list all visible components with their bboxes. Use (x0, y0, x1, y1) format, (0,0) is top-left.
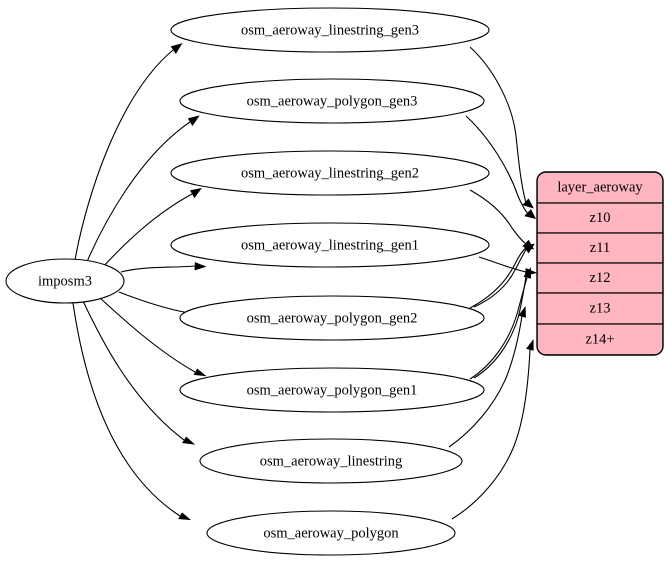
intermediate-node-group: osm_aeroway_linestring_gen3 osm_aeroway_… (170, 7, 490, 556)
node-osm_aeroway_polygon_gen3[interactable]: osm_aeroway_polygon_gen3 (179, 78, 485, 124)
node-label: osm_aeroway_polygon_gen2 (247, 310, 418, 326)
node-osm_aeroway_polygon_gen2[interactable]: osm_aeroway_polygon_gen2 (179, 295, 485, 341)
node-label: osm_aeroway_linestring_gen1 (241, 237, 419, 253)
edge-imposm3-to-polygon-gen1 (99, 297, 207, 377)
edge-group-tables-to-layer (448, 46, 538, 520)
edge-polygon-gen2-to-z11 (473, 247, 528, 308)
node-label: imposm3 (38, 273, 92, 289)
edge-linestring-to-z13 (448, 305, 526, 448)
node-label: osm_aeroway_polygon_gen3 (247, 93, 418, 109)
table-row-rect-z14plus (537, 323, 663, 355)
table-node-layer-aeroway[interactable]: layer_aeroway z10 z11 z12 z13 z14+ (536, 171, 664, 356)
node-osm_aeroway_linestring[interactable]: osm_aeroway_linestring (199, 438, 463, 484)
table-cell-label-z13: z13 (590, 300, 611, 316)
node-label: osm_aeroway_linestring (260, 453, 403, 469)
edge-imposm3-to-linestring-gen1 (120, 262, 207, 273)
table-cell-label-z12: z12 (590, 270, 611, 286)
node-label: osm_aeroway_linestring_gen3 (241, 22, 419, 38)
node-osm_aeroway_polygon_gen1[interactable]: osm_aeroway_polygon_gen1 (179, 367, 485, 413)
node-label: osm_aeroway_polygon_gen1 (247, 382, 418, 398)
table-cell-label-z11: z11 (590, 240, 610, 256)
edge-polygon-gen1-fanin-z12 (469, 267, 531, 380)
node-imposm3[interactable]: imposm3 (5, 258, 125, 304)
edge-imposm3-to-linestring-gen2 (101, 187, 202, 269)
node-label: osm_aeroway_linestring_gen2 (241, 165, 419, 181)
table-cell-label-z10: z10 (590, 210, 611, 226)
node-osm_aeroway_polygon[interactable]: osm_aeroway_polygon (206, 510, 456, 556)
table-header-label: layer_aeroway (557, 179, 643, 195)
node-osm_aeroway_linestring_gen1[interactable]: osm_aeroway_linestring_gen1 (170, 222, 490, 268)
table-row-rect-z10 (537, 202, 663, 234)
table-row-header-rect (537, 172, 663, 204)
edge-linestring-gen3-to-z10 (469, 46, 534, 209)
edge-imposm3-to-polygon (72, 302, 192, 521)
edge-polygon-to-z14-plus (451, 339, 534, 520)
table-row-rect-z11 (537, 232, 663, 264)
table-outline (536, 171, 664, 356)
edge-imposm3-to-linestring (82, 300, 196, 445)
edge-polygon-gen1-to-z12 (473, 276, 527, 379)
edge-polygon-gen2-fanin-z11 (469, 243, 535, 309)
table-row-rect-z12 (537, 262, 663, 294)
table-cell-label-z14plus: z14+ (585, 331, 614, 347)
node-label: osm_aeroway_polygon (263, 525, 399, 541)
table-row-rect-z13 (537, 292, 663, 325)
node-osm_aeroway_linestring_gen2[interactable]: osm_aeroway_linestring_gen2 (170, 150, 490, 196)
edge-polygon-gen3-to-z10 (465, 115, 537, 220)
edge-imposm3-to-linestring-gen3 (74, 43, 183, 261)
node-osm_aeroway_linestring_gen3[interactable]: osm_aeroway_linestring_gen3 (170, 7, 490, 53)
edge-imposm3-to-polygon-gen3 (85, 115, 200, 265)
